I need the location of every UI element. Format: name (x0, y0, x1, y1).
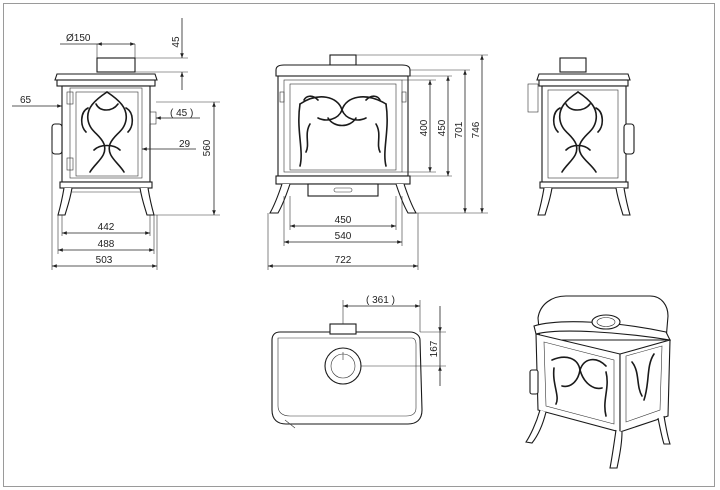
dim-top-flue-y: 167 (429, 340, 440, 357)
front-ornament (298, 95, 388, 167)
dim-width-3: 503 (96, 255, 113, 266)
drawing-frame (3, 3, 715, 487)
top-view (271, 323, 423, 429)
dim-width-1: 442 (98, 222, 115, 233)
ash-drawer (307, 183, 379, 197)
side-view-left (51, 57, 158, 216)
dim-height-3: 701 (454, 121, 465, 138)
stove-body-side-right (541, 85, 627, 183)
dim-handle-depth: 29 (179, 139, 191, 150)
dim-side-offset: 65 (20, 95, 32, 106)
flue-pipe (96, 57, 136, 73)
dim-front-width-3: 722 (335, 255, 352, 266)
side-ornament-right (552, 91, 604, 173)
side-dimensions: Ø150 45 65 ( 45 ) 29 560 442 488 503 (12, 18, 220, 270)
iso-flue (591, 314, 621, 330)
dim-flue-height: 45 (171, 36, 182, 48)
dim-height-4: 746 (471, 121, 482, 138)
side-ornament (80, 91, 134, 173)
front-dimensions: 400 450 701 746 450 540 722 (267, 54, 488, 270)
side-handle-right (623, 123, 635, 155)
iso-ornament (551, 353, 655, 417)
top-dimensions: ( 361 ) 167 (342, 295, 446, 386)
dim-top-flue-x: ( 361 ) (366, 295, 395, 306)
dim-front-width-1: 450 (335, 215, 352, 226)
dim-rear-outlet: ( 45 ) (170, 108, 193, 119)
dim-width-2: 488 (98, 239, 115, 250)
front-flue (329, 54, 357, 66)
front-view (269, 54, 417, 214)
stove-body-side (61, 85, 151, 183)
side-handle (51, 123, 63, 155)
dim-flue-diameter: Ø150 (66, 33, 91, 44)
dim-height-1: 400 (419, 119, 430, 136)
dim-front-width-2: 540 (335, 231, 352, 242)
dim-height-outlet: 560 (202, 139, 213, 156)
dim-height-2: 450 (437, 119, 448, 136)
side-view-right (527, 57, 635, 216)
isometric-view (525, 295, 671, 469)
